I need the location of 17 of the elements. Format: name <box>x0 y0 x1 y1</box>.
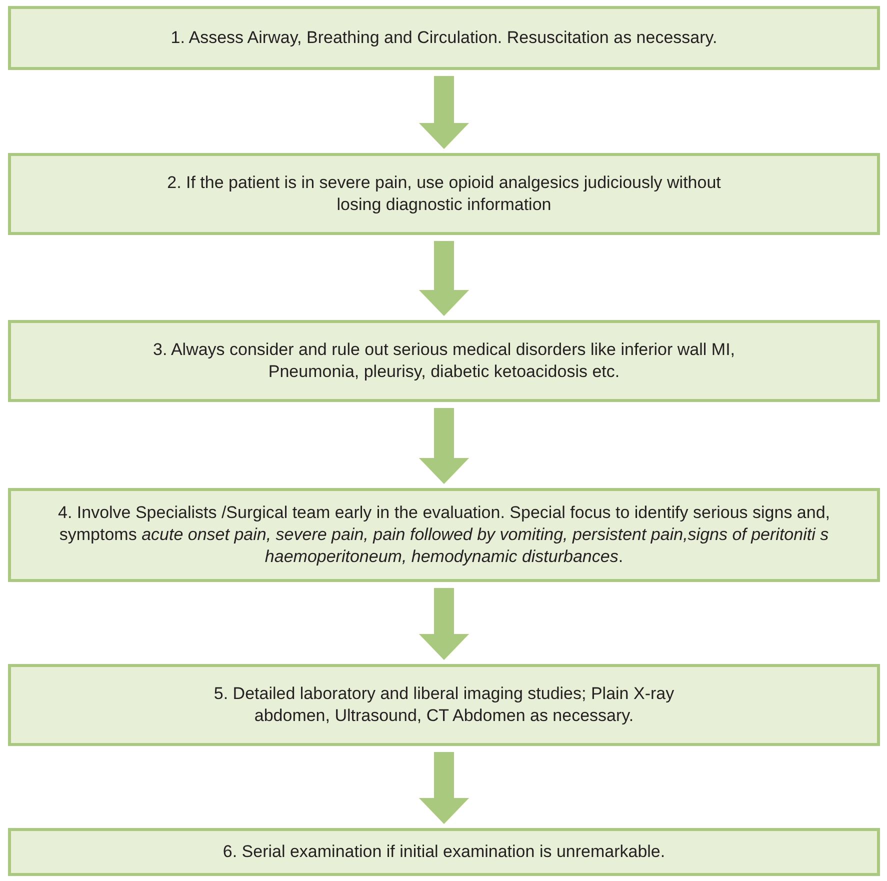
step-text: 4. Involve Specialists /Surgical team early in the evaluation. Special focus to identify serious signs and, symptoms acute onset pain, severe pain, pain followed by vomiting, persistent pain,signs of peritoniti s haemoperitoneum, hemodynamic disturbances. <box>56 502 832 568</box>
step-box <box>8 153 880 235</box>
step-box <box>8 6 880 70</box>
step-box <box>8 320 880 402</box>
step-text: 2. If the patient is in severe pain, use opioid analgesics judiciously without losing diagnostic information <box>166 172 722 216</box>
arrow <box>419 752 469 824</box>
step-box <box>8 828 880 876</box>
step-text: 3. Always consider and rule out serious medical disorders like inferior wall MI, Pneumonia, pleurisy, diabetic ketoacidosis etc. <box>152 339 736 383</box>
step-text: 6. Serial examination if initial examination is unremarkable. <box>222 841 666 863</box>
arrow <box>419 588 469 660</box>
step-text: 5. Detailed laboratory and liberal imaging studies; Plain X-ray abdomen, Ultrasound, CT Abdomen as necessary. <box>212 683 676 727</box>
step-box <box>8 488 880 582</box>
arrow <box>419 241 469 316</box>
arrow <box>419 76 469 149</box>
arrow <box>419 408 469 484</box>
step-box <box>8 664 880 746</box>
step-text: 1. Assess Airway, Breathing and Circulation. Resuscitation as necessary. <box>170 27 718 49</box>
